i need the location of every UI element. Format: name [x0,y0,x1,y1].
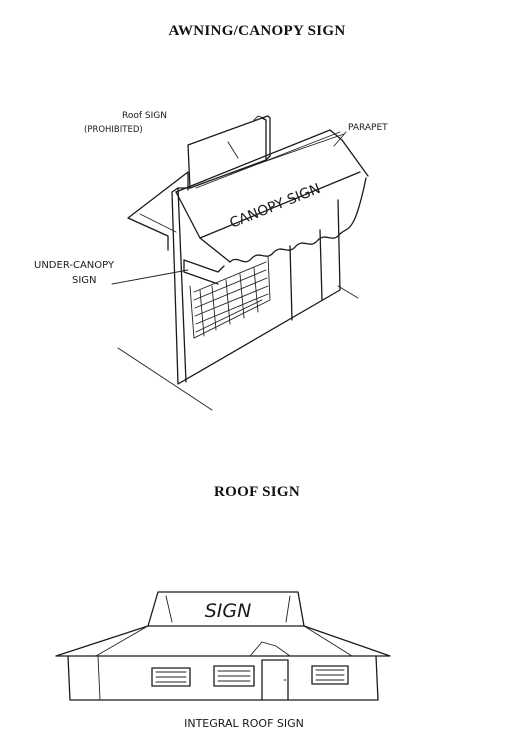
integral-roof-sign-caption: INTEGRAL ROOF SIGN [184,717,304,730]
roof-sign-text: SIGN [205,600,252,622]
ground-line-left [117,347,213,411]
label-parapet: PARAPET [348,123,388,133]
door [261,659,289,701]
canopy-awning [175,129,369,263]
awning-canopy-title: AWNING/CANOPY SIGN [168,23,346,39]
building-facade [171,187,341,385]
roof-sign-board [187,115,271,189]
label-prohibited: (PROHIBITED) [84,125,143,135]
ground-line-right [337,285,359,299]
window-center [213,665,255,687]
roof-sign-building-illustration [55,591,391,701]
under-canopy-area [183,255,271,339]
parapet-leader [333,131,347,147]
window-right [311,665,349,685]
roof-sign-leader [227,141,239,159]
label-roof-sign: Roof SIGN [122,111,167,121]
under-canopy-leader [111,269,189,285]
roof-sign-title: ROOF SIGN [214,484,300,500]
awning-building-illustration [111,115,369,411]
label-under-canopy: UNDER-CANOPY [34,260,115,271]
back-roof [127,171,189,251]
label-canopy-sign: CANOPY SIGN [228,181,323,232]
window-left [151,667,191,687]
label-under-canopy-sign: SIGN [72,275,97,286]
